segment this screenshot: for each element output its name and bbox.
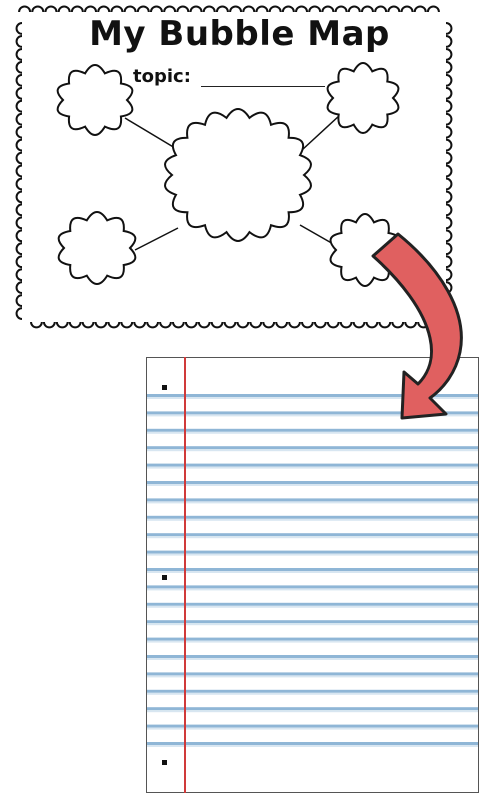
bubble-map-worksheet: My Bubble Map topic: (0, 0, 479, 340)
ruled-line (147, 585, 478, 588)
ruled-line-shadow (147, 606, 478, 608)
ruled-line-shadow (147, 467, 478, 469)
ruled-line-shadow (147, 414, 478, 416)
ruled-line (147, 429, 478, 432)
curl-border-bottom (31, 322, 429, 327)
punch-hole (162, 385, 167, 390)
ruled-line-shadow (147, 449, 478, 451)
ruled-line-shadow (147, 728, 478, 730)
ruled-line-shadow (147, 641, 478, 643)
ruled-line-shadow (147, 623, 478, 625)
ruled-line-shadow (147, 571, 478, 573)
ruled-line-shadow (147, 397, 478, 399)
ruled-line (147, 481, 478, 484)
ruled-line (147, 707, 478, 710)
ruled-line (147, 690, 478, 693)
bubble-top-left (58, 65, 133, 135)
ruled-line (147, 672, 478, 675)
center-bubble (165, 109, 311, 241)
bubble-top-right (328, 63, 399, 133)
bubbles (58, 63, 400, 286)
bubble-bottom-left (59, 212, 136, 284)
bubble-bottom-right (331, 214, 400, 286)
ruled-line-shadow (147, 484, 478, 486)
ruled-line (147, 603, 478, 606)
ruled-line (147, 725, 478, 728)
ruled-line-shadow (147, 745, 478, 747)
ruled-line (147, 516, 478, 519)
connector-line (302, 115, 340, 150)
ruled-line-shadow (147, 501, 478, 503)
ruled-line-shadow (147, 710, 478, 712)
ruled-line (147, 498, 478, 501)
ruled-line (147, 620, 478, 623)
worksheet-title: My Bubble Map (0, 14, 479, 54)
ruled-line (147, 655, 478, 658)
ruled-line-shadow (147, 658, 478, 660)
ruled-line-shadow (147, 675, 478, 677)
ruled-line (147, 568, 478, 571)
ruled-line (147, 394, 478, 397)
margin-line (184, 357, 186, 793)
topic-blank-line (201, 86, 325, 87)
punch-hole (162, 760, 167, 765)
connector-line (125, 118, 175, 148)
ruled-line (147, 742, 478, 745)
ruled-line-shadow (147, 536, 478, 538)
curl-border-right (446, 23, 451, 319)
ruled-line (147, 446, 478, 449)
ruled-line-shadow (147, 554, 478, 556)
ruled-line (147, 464, 478, 467)
ruled-line (147, 638, 478, 641)
topic-label: topic: (133, 66, 191, 87)
ruled-line-shadow (147, 693, 478, 695)
ruled-line-shadow (147, 519, 478, 521)
ruled-line (147, 411, 478, 414)
ruled-line-shadow (147, 432, 478, 434)
connector-line (135, 228, 178, 250)
curl-border-left (17, 23, 22, 319)
notebook-paper-drawing (146, 357, 479, 793)
punch-hole (162, 575, 167, 580)
ruled-line-shadow (147, 588, 478, 590)
ruled-line (147, 551, 478, 554)
curl-border-top (19, 6, 439, 12)
lined-notebook-paper (146, 357, 479, 793)
ruled-line (147, 533, 478, 536)
